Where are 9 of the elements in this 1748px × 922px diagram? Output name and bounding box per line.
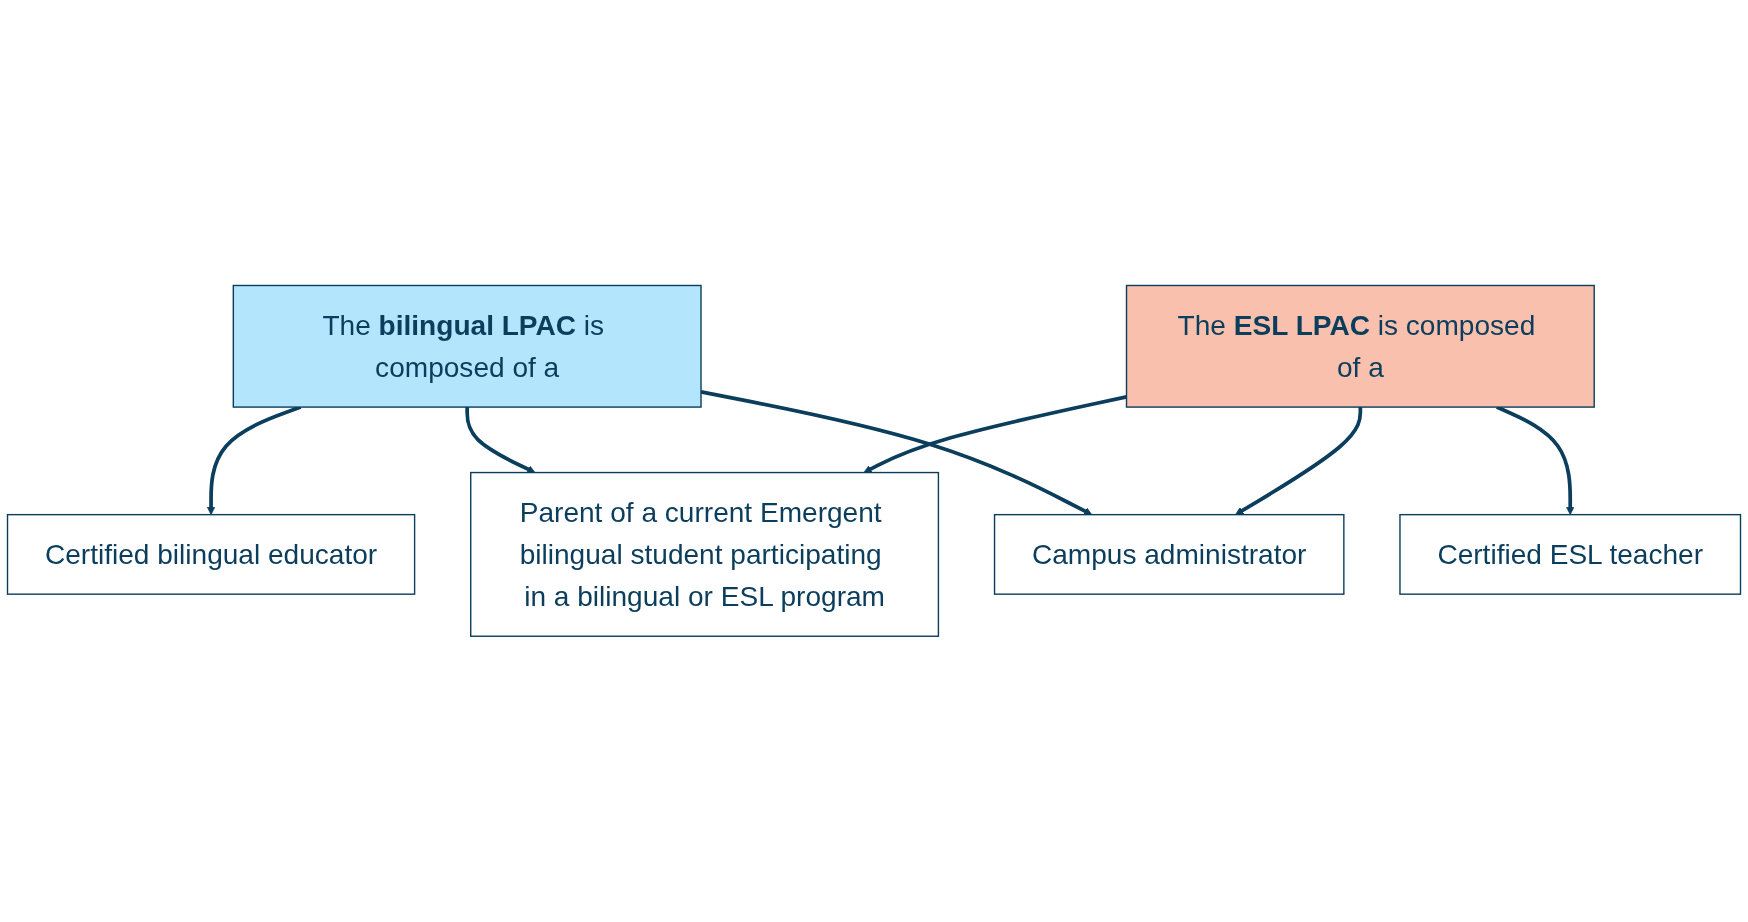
arrow [465, 407, 536, 474]
node-box: The ESL LPAC is composed of a [1125, 284, 1595, 408]
node-box: Parent of a current Emergent bilingual student participating in a bilingual or ESL program [470, 472, 940, 638]
arrow [863, 395, 1127, 474]
node-box: Certified bilingual educator [6, 514, 416, 595]
arrow [1235, 407, 1363, 516]
node-box: The bilingual LPAC is composed of a [232, 284, 702, 408]
node-box: Certified ESL teacher [1399, 514, 1742, 595]
node-box: Campus administrator [993, 514, 1345, 595]
